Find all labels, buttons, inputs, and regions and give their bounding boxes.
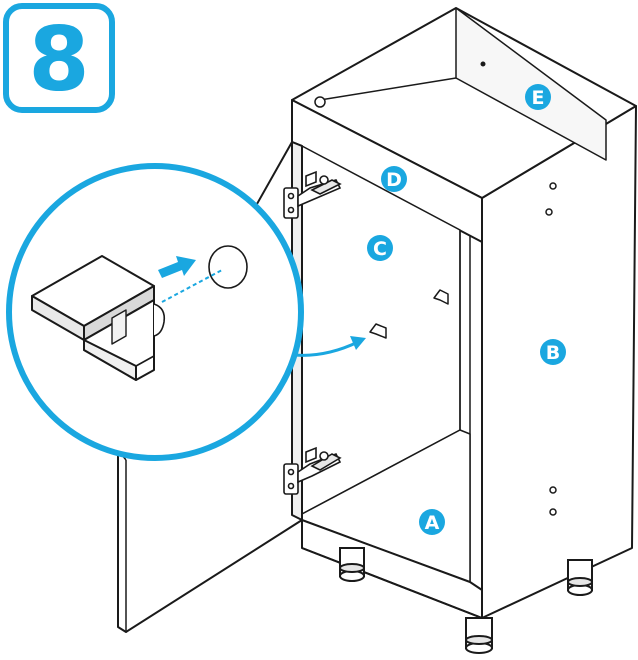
svg-text:A: A bbox=[425, 512, 440, 534]
leg-front-left bbox=[339, 547, 365, 582]
svg-text:C: C bbox=[373, 238, 387, 260]
part-label-a: A bbox=[419, 509, 445, 535]
cabinet bbox=[291, 7, 637, 619]
hinge-top bbox=[283, 170, 342, 219]
leg-back-right bbox=[567, 559, 593, 596]
leg-front-right bbox=[465, 617, 493, 654]
part-label-e: E bbox=[525, 84, 551, 110]
square-knob-icon bbox=[31, 255, 166, 381]
hinge-bottom bbox=[283, 446, 342, 495]
part-label-d: D bbox=[381, 166, 407, 192]
part-label-b: B bbox=[540, 339, 566, 365]
svg-text:E: E bbox=[532, 87, 545, 109]
back-inner bbox=[455, 7, 607, 161]
legs bbox=[339, 547, 593, 654]
step-badge: 8 bbox=[3, 3, 115, 113]
step-number: 8 bbox=[28, 8, 89, 111]
part-label-c: C bbox=[367, 235, 393, 261]
knob-hole bbox=[208, 245, 248, 289]
insert-arrow-icon bbox=[158, 256, 196, 278]
callout-arrow-head bbox=[350, 336, 366, 350]
detail-magnifier bbox=[6, 163, 304, 461]
svg-text:B: B bbox=[546, 342, 560, 364]
svg-text:D: D bbox=[386, 169, 402, 191]
